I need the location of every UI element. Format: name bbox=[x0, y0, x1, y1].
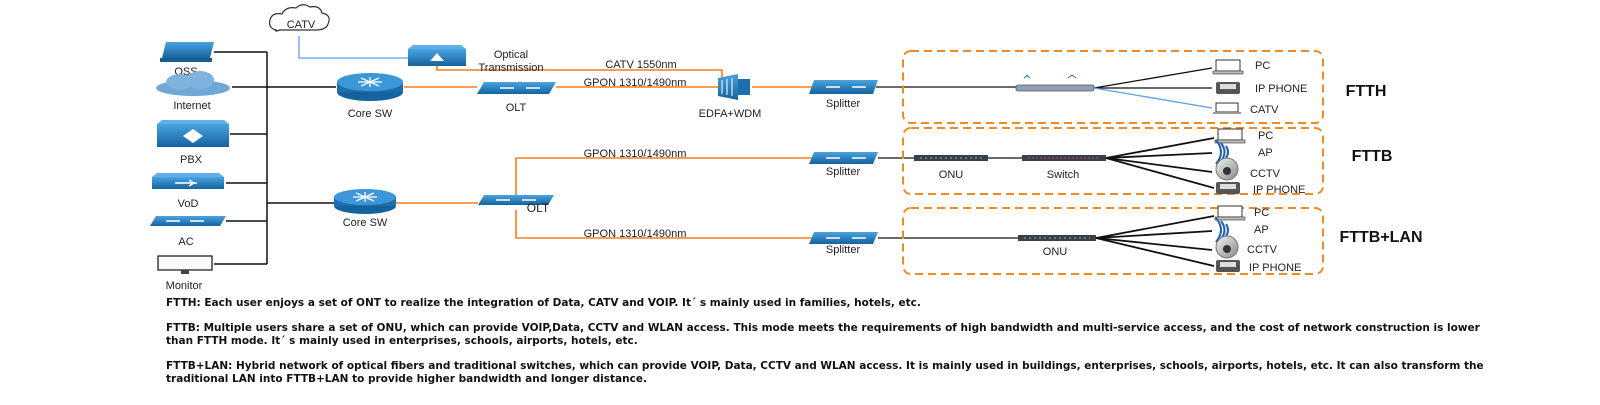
fttb-lan-pc-icon bbox=[1214, 205, 1246, 221]
ftth-description: FTTH: Each user enjoys a set of ONT to r… bbox=[166, 297, 921, 309]
ac-icon bbox=[150, 216, 226, 226]
fttb-lan-group-label: FTTB+LAN bbox=[1339, 229, 1422, 246]
fttb-endpoint-wires bbox=[1105, 137, 1215, 189]
fttb-description: FTTB: Multiple users share a set of ONU,… bbox=[166, 322, 1480, 347]
fttb-onu-label: ONU bbox=[939, 169, 964, 181]
fttb-lan-ap-label: AP bbox=[1254, 224, 1269, 236]
gpon-top-link-label: GPON 1310/1490nm bbox=[584, 77, 687, 89]
fiber-lines bbox=[396, 63, 812, 239]
optical-transmission-label-1: Optical bbox=[494, 49, 528, 61]
oss-icon bbox=[160, 42, 214, 62]
olt-bottom-icon bbox=[478, 195, 554, 205]
ac-label: AC bbox=[178, 236, 193, 248]
fttb-cctv-label: CCTV bbox=[1250, 168, 1281, 180]
fttb-ip-phone-label: IP PHONE bbox=[1253, 184, 1305, 196]
olt-top-label: OLT bbox=[506, 102, 527, 114]
fttb-lan-ip-phone-label: IP PHONE bbox=[1249, 262, 1301, 274]
catv-link-label: CATV 1550nm bbox=[605, 59, 676, 71]
edfa-wdm-icon bbox=[718, 74, 750, 100]
splitter-ftth-label: Splitter bbox=[826, 98, 861, 110]
core-switch-bottom-icon bbox=[334, 189, 396, 214]
fttb-ap-label: AP bbox=[1258, 147, 1273, 159]
catv-feed-line bbox=[298, 36, 408, 59]
ftth-ip-phone-label: IP PHONE bbox=[1255, 83, 1307, 95]
ftth-pc-label: PC bbox=[1255, 60, 1270, 72]
catv-cloud-icon bbox=[269, 4, 330, 32]
core-bus-wires bbox=[214, 51, 336, 265]
vod-icon bbox=[152, 173, 224, 189]
fttb-pc-icon bbox=[1214, 128, 1246, 144]
optical-transmission-icon bbox=[408, 45, 466, 66]
ftth-pc-icon bbox=[1212, 59, 1244, 75]
fttb-cctv-icon bbox=[1215, 157, 1239, 181]
fttb-lan-pc-label: PC bbox=[1254, 207, 1269, 219]
olt-top-icon bbox=[477, 82, 556, 94]
ont-device-icon bbox=[1015, 74, 1095, 92]
splitter-fttb-lan-icon bbox=[809, 232, 878, 244]
splitter-fttb-label: Splitter bbox=[826, 166, 861, 178]
fttb-onu-icon bbox=[914, 155, 988, 161]
fttb-lan-onu-icon bbox=[1018, 235, 1096, 241]
fttb-lan-onu-label: ONU bbox=[1043, 246, 1068, 258]
internet-label: Internet bbox=[173, 100, 210, 112]
ftth-group-label: FTTH bbox=[1346, 83, 1387, 100]
fttb-lan-description: FTTB+LAN: Hybrid network of optical fibe… bbox=[166, 360, 1484, 385]
gpon-bottom-link-label: GPON 1310/1490nm bbox=[584, 228, 687, 240]
olt-bottom-label: OLT bbox=[527, 201, 550, 215]
fttb-switch-label: Switch bbox=[1047, 169, 1079, 181]
ftth-catv-label: CATV bbox=[1250, 104, 1279, 116]
fttb-switch-icon bbox=[1022, 155, 1106, 161]
ftth-ip-phone-icon bbox=[1216, 82, 1240, 94]
fttb-pc-label: PC bbox=[1258, 130, 1273, 142]
core-switch-bottom-label: Core SW bbox=[343, 217, 388, 229]
internet-cloud-icon bbox=[156, 71, 230, 96]
pbx-icon bbox=[157, 120, 229, 147]
vod-label: VoD bbox=[178, 198, 199, 210]
pbx-label: PBX bbox=[180, 154, 203, 166]
splitter-fttb-lan-label: Splitter bbox=[826, 244, 861, 256]
catv-cloud-label: CATV bbox=[287, 19, 316, 31]
fttb-lan-endpoint-wires bbox=[1095, 215, 1215, 267]
edfa-wdm-label: EDFA+WDM bbox=[699, 108, 762, 120]
ftth-endpoint-wires bbox=[1093, 67, 1213, 109]
drop-fibers bbox=[876, 86, 1022, 239]
gpon-mid-link-label: GPON 1310/1490nm bbox=[584, 148, 687, 160]
fttb-group-label: FTTB bbox=[1352, 148, 1393, 165]
core-switch-top-icon bbox=[337, 73, 403, 101]
fttb-lan-cctv-icon bbox=[1215, 235, 1239, 259]
core-switch-top-label: Core SW bbox=[348, 108, 393, 120]
group-boxes bbox=[902, 50, 1324, 275]
optical-transmission-label-2: Transmission bbox=[479, 62, 544, 74]
ftth-catv-icon bbox=[1213, 102, 1241, 114]
fttb-lan-cctv-label: CCTV bbox=[1247, 244, 1278, 256]
splitter-fttb-icon bbox=[809, 152, 878, 164]
monitor-label: Monitor bbox=[166, 280, 203, 292]
fttb-lan-ip-phone-icon bbox=[1216, 260, 1240, 272]
fttb-ip-phone-icon bbox=[1216, 182, 1240, 194]
monitor-icon bbox=[157, 255, 213, 274]
splitter-ftth-icon bbox=[809, 80, 878, 94]
